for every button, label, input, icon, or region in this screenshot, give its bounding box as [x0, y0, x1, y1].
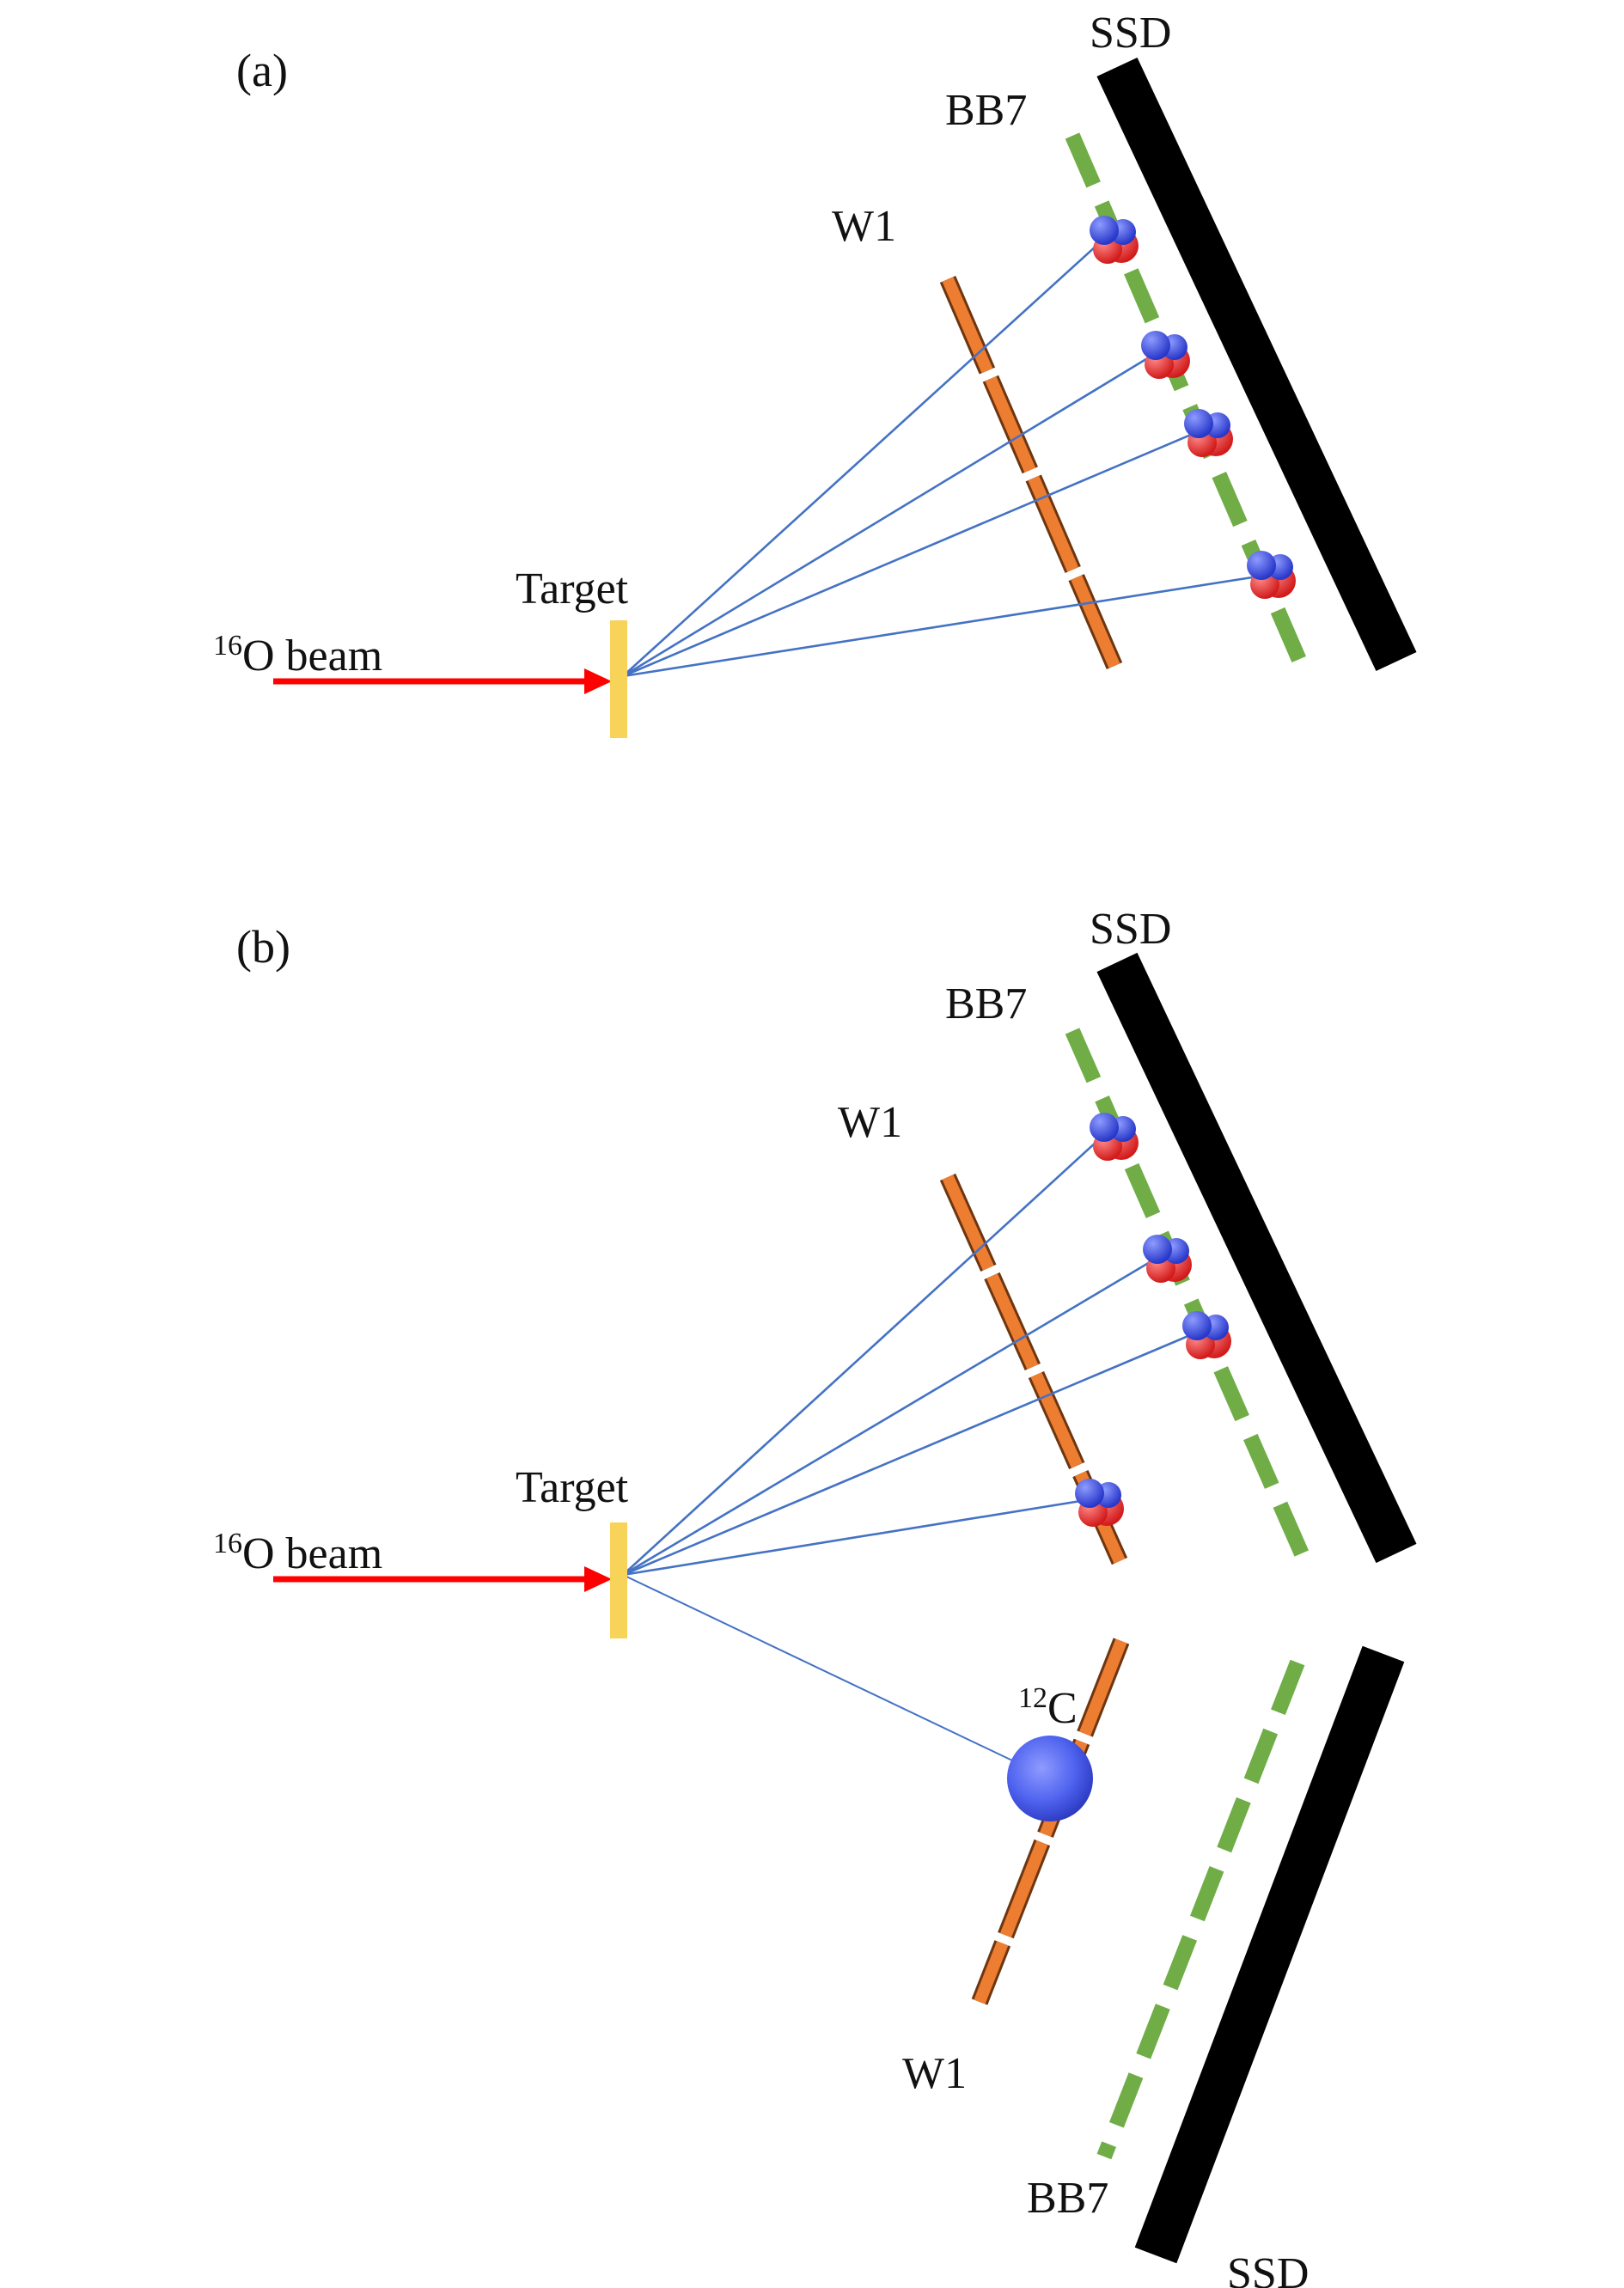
w1-label-lower: W1: [902, 2049, 967, 2098]
alpha-particle: [1090, 216, 1139, 264]
ssd-detector-upper: [1096, 952, 1417, 1564]
bb7-detector-lower: [1096, 1659, 1305, 2160]
ssd-label: SSD: [1090, 9, 1171, 58]
panel-b-label: (b): [236, 921, 290, 973]
w1-label: W1: [832, 202, 896, 251]
beam-label: 16O beam: [213, 1528, 382, 1578]
w1-detector: [942, 277, 1120, 668]
alpha-particle: [1090, 1113, 1139, 1161]
ssd-label-lower: SSD: [1227, 2249, 1309, 2288]
recoil-track: [622, 1574, 1051, 1779]
ssd-label-upper: SSD: [1090, 905, 1171, 954]
bb7-label-lower: BB7: [1027, 2174, 1108, 2223]
target: [610, 620, 627, 738]
alpha-particle: [1182, 1311, 1231, 1359]
beam-arrow-head: [584, 668, 612, 694]
target-label: Target: [516, 1463, 629, 1512]
bb7-label-upper: BB7: [945, 979, 1027, 1028]
beam-label: 16O beam: [213, 630, 382, 680]
alpha-particle: [1247, 551, 1296, 599]
bb7-label: BB7: [945, 86, 1027, 135]
alpha-particle: [1141, 331, 1190, 379]
alpha-particle: [1075, 1479, 1124, 1527]
panel-b: (b) SSD BB7 W1 SSD BB7 W1 16O beam: [213, 905, 1417, 2288]
carbon-recoil-nucleus: [1007, 1736, 1093, 1821]
alpha-tracks: [622, 1132, 1201, 1779]
alpha-tracks: [622, 235, 1264, 678]
w1-detector-lower: [974, 1638, 1127, 2004]
target: [610, 1522, 627, 1638]
panel-a: (a) SSD BB7 W1 16O beam Target: [213, 9, 1417, 738]
track: [622, 1329, 1201, 1577]
alpha-particle: [1184, 409, 1233, 457]
track: [622, 235, 1108, 677]
beam-arrow-head: [584, 1566, 612, 1592]
panel-a-label: (a): [236, 45, 288, 96]
recoil-label: 12C: [1018, 1682, 1078, 1733]
track: [622, 1254, 1161, 1577]
ssd-detector-lower: [1134, 1645, 1405, 2264]
alpha-particle: [1143, 1235, 1192, 1283]
track: [622, 1498, 1092, 1577]
w1-label-upper: W1: [838, 1098, 902, 1147]
target-label: Target: [516, 564, 629, 613]
track: [622, 428, 1204, 678]
ssd-detector: [1096, 57, 1417, 672]
track: [622, 351, 1158, 678]
track: [622, 1132, 1108, 1576]
track: [622, 574, 1264, 678]
